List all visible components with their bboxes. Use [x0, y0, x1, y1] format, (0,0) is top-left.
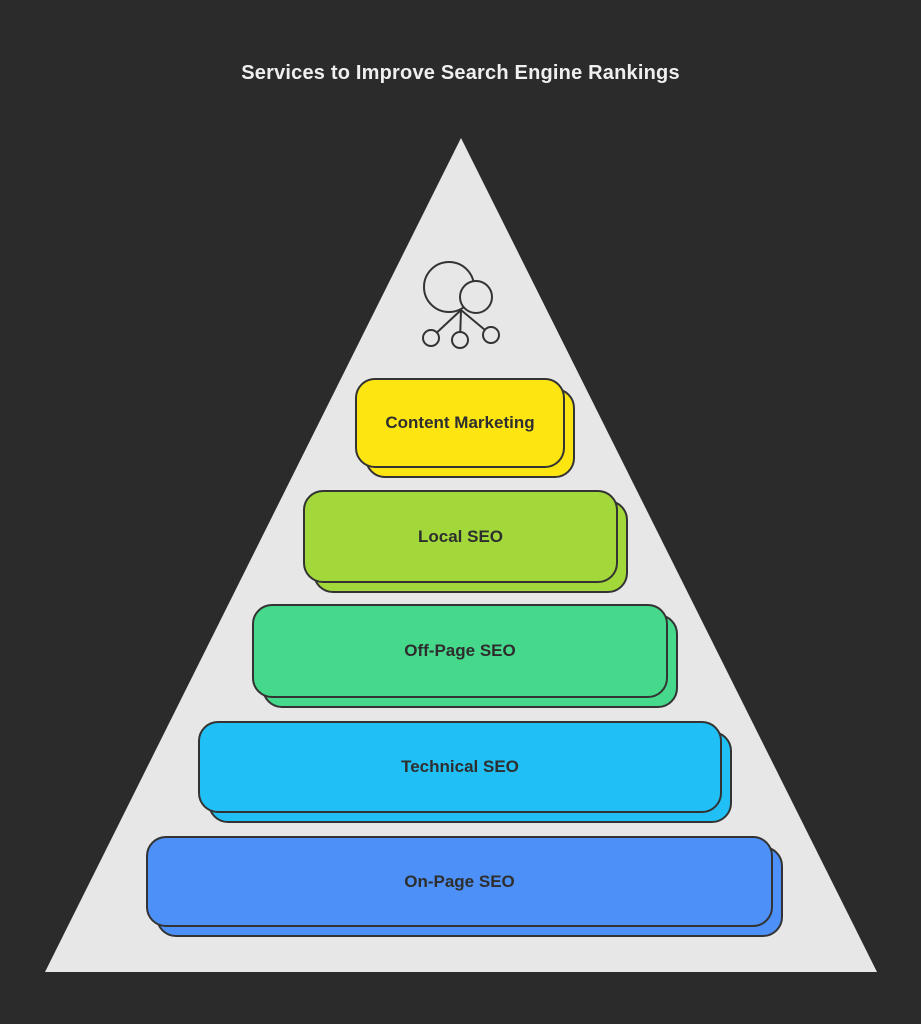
layer-box: On-Page SEO: [146, 836, 773, 927]
pyramid-layer-local-seo: Local SEO: [303, 490, 628, 593]
layer-label: Content Marketing: [385, 413, 535, 432]
pyramid-layer-on-page-seo: On-Page SEO: [146, 836, 783, 937]
page-title: Services to Improve Search Engine Rankin…: [241, 62, 680, 84]
pyramid-layer-technical-seo: Technical SEO: [198, 721, 732, 823]
layer-label: Technical SEO: [401, 757, 519, 776]
layer-box: Off-Page SEO: [252, 604, 668, 698]
layer-box: Technical SEO: [198, 721, 722, 813]
layer-box: Local SEO: [303, 490, 618, 583]
layer-box: Content Marketing: [355, 378, 565, 468]
layer-label: On-Page SEO: [404, 871, 515, 891]
layer-label: Off-Page SEO: [404, 641, 516, 660]
pyramid-layer-content-marketing: Content Marketing: [355, 378, 575, 478]
cloud-network-icon: [422, 261, 500, 349]
layer-label: Local SEO: [417, 526, 504, 546]
pyramid-layer-off-page-seo: Off-Page SEO: [252, 604, 678, 708]
